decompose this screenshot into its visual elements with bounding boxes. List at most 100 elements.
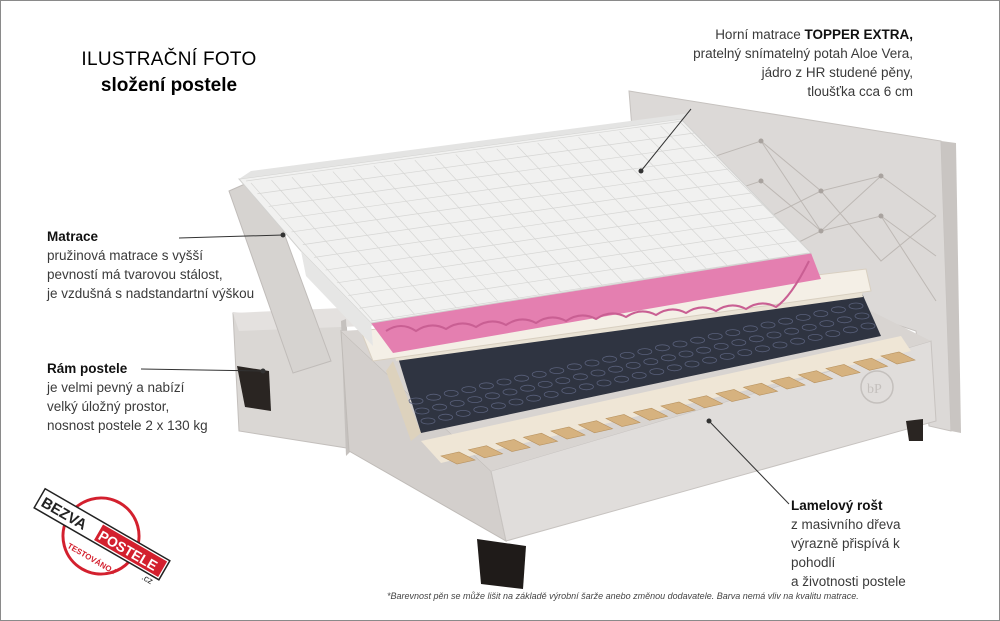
quilt-stitch	[359, 240, 797, 309]
mattress-title: Matrace	[47, 229, 99, 244]
spring-coil	[537, 380, 553, 388]
slat	[577, 420, 614, 434]
slats-line1: z masivního dřeva	[791, 517, 901, 532]
spring-coil	[678, 350, 694, 358]
spring-coil	[743, 325, 758, 333]
spring-coil	[514, 374, 529, 382]
spring-coil	[478, 382, 494, 390]
spring-coil	[713, 342, 729, 350]
spring-coil	[573, 373, 588, 381]
spring-coil	[661, 354, 676, 362]
spring-coil	[831, 306, 846, 314]
slat	[467, 445, 504, 459]
spring-coil	[625, 361, 641, 369]
spring-coil	[643, 358, 659, 366]
slat	[495, 439, 531, 452]
spring-coil	[567, 363, 582, 371]
bp-watermark: bP	[860, 370, 894, 404]
slats-label: Lamelový rošt z masivního dřeva výrazně …	[791, 496, 931, 591]
topper-line4: tloušťka cca 6 cm	[807, 84, 913, 99]
spring-coil	[579, 383, 594, 391]
mattress-label: Matrace pružinová matrace s vyšší pevnos…	[47, 227, 287, 303]
heading-line2: složení postele	[100, 75, 238, 96]
spring-coil	[725, 329, 741, 337]
slats-line2: výrazně přispívá k pohodlí	[791, 536, 900, 570]
mattress-line3: je vzdušná s nadstandartní výškou	[47, 286, 255, 301]
quilt-stitch	[370, 252, 809, 322]
spring-coil	[526, 394, 541, 402]
slat	[797, 370, 834, 384]
quilt-stitch	[268, 144, 706, 207]
spring-coil	[848, 302, 864, 310]
quilt-stitch	[314, 192, 752, 258]
spring-coil	[508, 398, 524, 406]
quilt-stitch	[455, 154, 582, 289]
spring-coil	[760, 321, 776, 329]
spring-coil	[467, 396, 483, 404]
spring-coil	[584, 359, 600, 367]
quilt-stitch	[660, 125, 791, 257]
quilt-stitch	[325, 204, 763, 271]
svg-text:bP: bP	[867, 382, 882, 397]
spring-coil	[438, 413, 454, 421]
spring-coil	[484, 392, 500, 400]
spring-coil	[449, 399, 465, 407]
spring-coil	[655, 344, 670, 352]
spring-coil	[608, 365, 623, 373]
spring-coil	[473, 406, 489, 414]
spring-coil	[455, 409, 471, 417]
slat	[880, 351, 916, 365]
topper-line1-bold: TOPPER EXTRA,	[804, 27, 913, 42]
spring-coil	[690, 336, 705, 344]
spring-coil	[637, 348, 653, 356]
spring-coil	[490, 402, 506, 410]
quilt-stitch	[348, 228, 786, 296]
spring-coil	[755, 345, 770, 353]
spring-coil	[778, 317, 793, 325]
spring-coil	[772, 341, 788, 349]
spring-coil	[596, 379, 612, 387]
slatted-base	[421, 336, 916, 465]
mattress-line2: pevností má tvarovou stálost,	[47, 267, 223, 282]
heading-line1: ILUSTRAČNÍ FOTO	[81, 49, 257, 70]
quilt-stitch	[680, 122, 812, 254]
heading: ILUSTRAČNÍ FOTO složení postele	[63, 49, 275, 97]
spring-coil	[408, 397, 424, 405]
slat	[440, 451, 476, 465]
slat	[825, 364, 861, 377]
spring-coil	[707, 332, 723, 340]
spring-coil	[555, 377, 571, 385]
frame-title: Rám postele	[47, 361, 128, 376]
quilt-stitch	[496, 148, 624, 283]
slat	[852, 357, 889, 371]
spring-coil	[696, 346, 711, 354]
quilt-stitch	[578, 137, 707, 270]
slat	[687, 395, 724, 409]
quilt-stitch	[245, 120, 684, 182]
spring-coil	[432, 403, 448, 411]
slats-line3: a životnosti postele	[791, 574, 906, 589]
footnote: *Barevnost pěn se může lišit na základě …	[387, 591, 859, 601]
spring-coil	[531, 370, 547, 378]
quilt-stitch	[537, 142, 666, 276]
slat	[522, 432, 559, 446]
spring-coil	[543, 390, 559, 398]
spring-coil	[614, 375, 629, 383]
spring-coil	[426, 393, 442, 401]
quilt-stitch	[435, 157, 561, 293]
spring-coil	[684, 360, 700, 368]
spring-coil	[819, 320, 835, 328]
quilt-stitch	[302, 180, 740, 245]
spring-coil	[825, 330, 841, 338]
spring-coil	[801, 323, 817, 331]
callout-lines	[140, 108, 790, 505]
frame-label: Rám postele je velmi pevný a nabízí velk…	[47, 359, 267, 435]
spring-coil	[502, 388, 518, 396]
spring-coil	[496, 378, 512, 386]
slat	[550, 426, 586, 440]
spring-coil	[854, 312, 870, 320]
spring-coil	[602, 355, 617, 363]
topper-line1-plain: Horní matrace	[715, 27, 805, 42]
